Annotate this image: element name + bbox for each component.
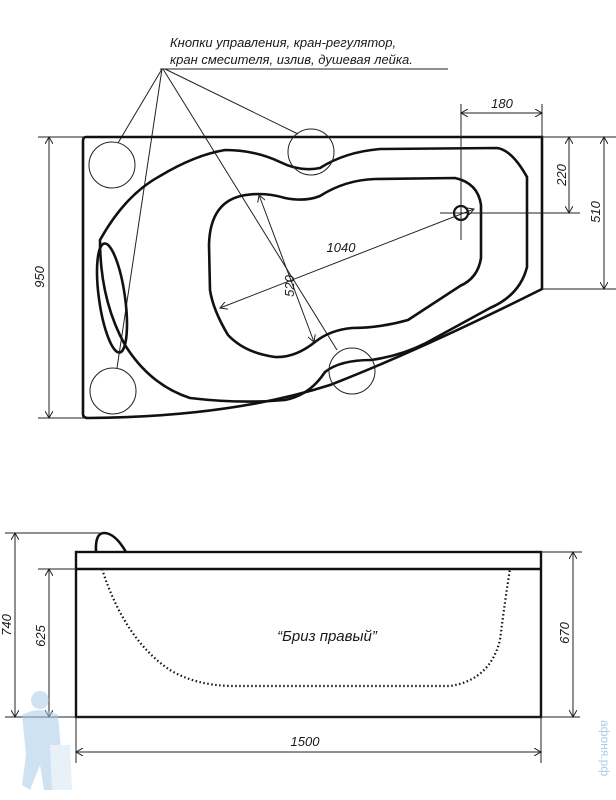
tub-outer-outline [81,135,544,420]
tub-rim-contour [98,146,529,403]
control-buttons-circle [88,141,136,189]
side-view: “Бриз правый” 740 625 670 1500 [0,531,582,763]
tub-basin-contour [207,176,483,359]
dim-label-220: 220 [554,163,569,186]
mixer-circle [89,367,137,415]
model-name: “Бриз правый” [277,628,378,645]
faucet-circle [287,128,335,176]
headrest-profile [94,531,128,553]
watermark-text: афоня.рф [598,720,612,776]
dim-label-510: 510 [588,200,603,222]
dim-label-1040: 1040 [327,240,357,255]
callout-text-line2: кран смесителя, излив, душевая лейка. [170,52,413,67]
headrest [95,242,129,354]
plumber-mascot-watermark [22,691,72,790]
dim-label-180: 180 [491,96,513,111]
callout-text-line1: Кнопки управления, кран-регулятор, [170,35,396,50]
shower-circle [328,347,376,395]
dim-label-670: 670 [557,621,572,643]
callout-leaders [116,68,338,369]
dim-label-520: 520 [282,274,297,296]
dim-line-520 [259,195,314,342]
dim-label-950: 950 [32,265,47,287]
plan-view: Кнопки управления, кран-регулятор, кран … [32,35,616,420]
dim-line-1040 [220,209,474,308]
dim-label-740: 740 [0,613,14,635]
dim-label-625: 625 [33,624,48,646]
dim-label-1500: 1500 [291,734,321,749]
